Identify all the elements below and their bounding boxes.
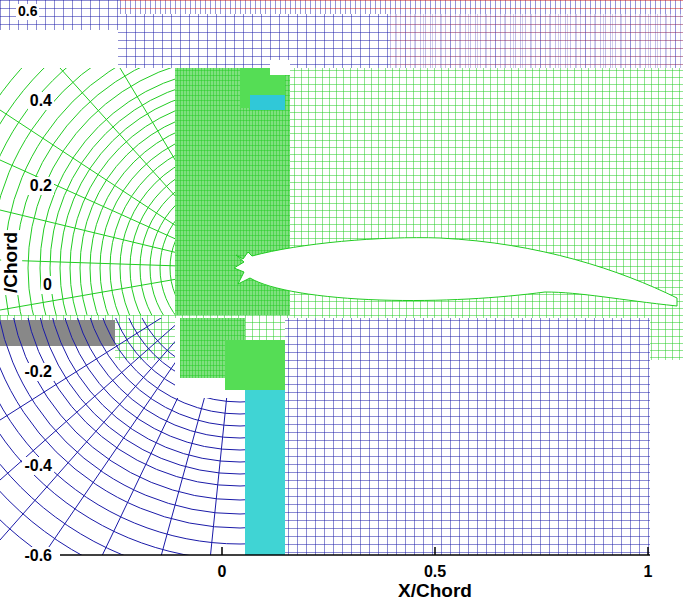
tick-label: 0.2	[28, 177, 54, 195]
tick-label: -0.4	[22, 457, 54, 475]
tick-label: 1	[642, 563, 655, 581]
tick-label: 0.6	[16, 4, 39, 19]
tick-label: -0.2	[22, 363, 54, 381]
tick-label: 0.5	[422, 563, 448, 581]
axis-title: /Chord	[2, 229, 23, 294]
axis-title: X/Chord	[396, 581, 474, 602]
tick-label: 0.4	[28, 92, 54, 110]
tick-label: 0	[216, 563, 229, 581]
tick-label: 0	[41, 276, 54, 294]
tick-label: -0.6	[22, 547, 54, 565]
